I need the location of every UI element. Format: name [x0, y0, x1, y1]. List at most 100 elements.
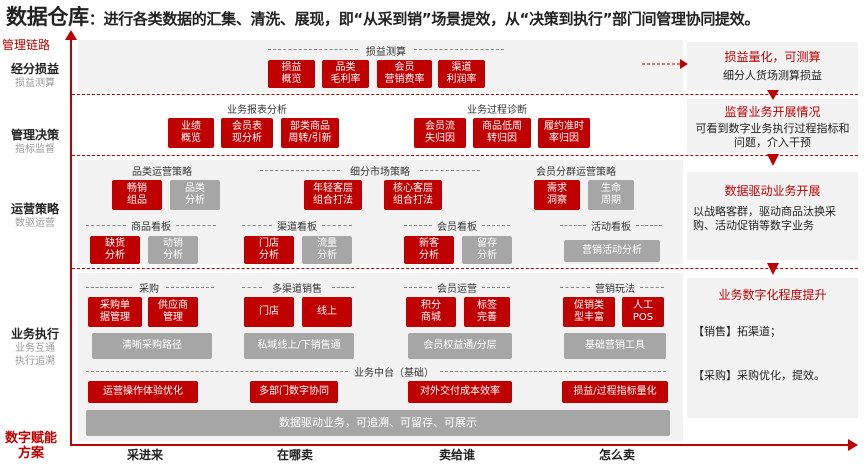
box-mendian-fx: 门店 分析 — [244, 236, 294, 264]
box-shuju-qudong: 数据驱动业务，可追溯、可留存、可展示 — [86, 410, 670, 436]
box-caigoudan: 采购单 据管理 — [88, 297, 142, 327]
row-divider — [72, 268, 858, 269]
box-quanyi: 会员权益通/分层 — [408, 333, 512, 359]
section-line — [640, 287, 664, 288]
section-xifen: 细分市场策略 — [350, 167, 410, 178]
chevron-down-icon — [767, 90, 779, 100]
section-line — [166, 287, 214, 288]
panel-title: 损益量化，可测算 — [724, 50, 821, 64]
section-line — [86, 225, 126, 226]
section-line — [242, 287, 262, 288]
box-siyu: 私域线上/下销售通 — [244, 333, 354, 359]
box-yunying-caozuo: 运营操作体验优化 — [88, 381, 198, 403]
box-dongxiao: 动销 分析 — [148, 236, 198, 264]
section-duoqudao: 多渠道销售 — [272, 284, 322, 295]
y-axis-line — [70, 38, 72, 446]
section-line — [86, 287, 132, 288]
page-title-desc: ：进行各类数据的汇集、清洗、展现，即“从采到销”场景提效，从“决策到执行”部门间… — [88, 10, 760, 28]
page-title-main: 数据仓库 — [6, 5, 89, 29]
box-yingxiao-huodong: 营销活动分析 — [564, 240, 660, 262]
section-line — [420, 170, 480, 171]
box-changxiao: 畅销 组品 — [112, 180, 162, 210]
box-yeji-gailan: 业绩 概览 — [168, 118, 214, 148]
chevron-down-icon — [767, 263, 779, 275]
section-line — [268, 49, 358, 50]
y-axis-label: 管理链路 — [2, 38, 51, 52]
box-jifen: 积分 商城 — [406, 297, 456, 327]
section-line — [332, 287, 354, 288]
section-line — [560, 225, 586, 226]
chevron-down-icon — [767, 154, 779, 166]
box-mendian: 门店 — [244, 297, 294, 327]
section-huiyuan-kb: 会员看板 — [437, 222, 477, 233]
section-qudao-kb: 渠道看板 — [277, 222, 317, 233]
box-huiyuan-liushi: 会员流 失归因 — [414, 118, 466, 148]
row-title-yunying: 运营策略 数驱运营 — [10, 202, 59, 229]
bottom-axis-label: 数字赋能方案 — [4, 431, 57, 461]
section-huiyuan-yy: 会员运营 — [437, 284, 477, 295]
x-label-caijinlai: 采进来 — [126, 448, 163, 462]
y-axis-arrow-icon — [65, 30, 77, 40]
page-title: 数据仓库：进行各类数据的汇集、清洗、展现，即“从采到销”场景提效，从“决策到执行… — [6, 4, 864, 30]
box-liucun: 留存 分析 — [462, 236, 512, 264]
row-title-zhixing: 业务执行 业务互通 执行追溯 — [10, 327, 59, 367]
panel-body: 细分人货场测算损益 — [723, 69, 822, 82]
section-yingxiao: 营销玩法 — [595, 284, 635, 295]
section-line — [86, 371, 348, 372]
section-pinlei-celue: 品类运营策略 — [132, 167, 192, 178]
section-line — [322, 225, 352, 226]
box-nianqing: 年轻客层 组合打法 — [304, 180, 362, 210]
box-cuxiao: 促销类 型丰富 — [563, 297, 615, 327]
x-label-maigeishui: 卖给谁 — [438, 448, 475, 462]
panel-title: 监督业务开展情况 — [724, 105, 821, 119]
box-pinlei-fenxi: 品类 分析 — [170, 180, 220, 210]
section-baobiao: 业务报表分析 — [227, 105, 287, 116]
row-title-guanli: 管理决策 指标监督 — [10, 128, 59, 155]
box-duiwai: 对外交付成本效率 — [408, 381, 512, 403]
arrow-icon — [642, 59, 688, 69]
section-guocheng: 业务过程诊断 — [467, 105, 527, 116]
box-pinlei-maoli: 品类 毛利率 — [322, 60, 369, 88]
box-bufen-shangpin: 部类商品 周转/引新 — [281, 118, 339, 148]
section-zhongtai: 业务中台（基础） — [354, 368, 434, 379]
box-duobumen: 多部门数字协同 — [250, 381, 338, 403]
box-huiyuan-yingxiao: 会员 营销费率 — [377, 60, 432, 88]
panel-body: 可看到数字业务执行过程指标和问题，介入干预 — [695, 122, 850, 149]
box-shangpin-dizhou: 商品低周 转归因 — [473, 118, 531, 148]
panel-shuzihua: 业务数字化程度提升 【销售】拓渠道； 【采购】采购优化，提效。 — [687, 278, 858, 418]
section-line — [404, 225, 432, 226]
x-axis-line — [70, 444, 850, 446]
section-huodong-kb: 活动看板 — [591, 222, 631, 233]
section-caigou: 采购 — [139, 284, 159, 295]
box-xinke: 新客 分析 — [404, 236, 454, 264]
panel-shuju-qudong: 数据驱动业务开展 以战略客群，驱动商品汰换采购、活动促销等数字业务 — [687, 172, 858, 260]
panel-body: 以战略客群，驱动商品汰换采购、活动促销等数字业务 — [693, 205, 836, 232]
x-label-zenmemai: 怎么卖 — [598, 448, 635, 462]
box-qingxi: 清晰采购路径 — [92, 333, 212, 359]
section-line — [176, 225, 216, 226]
box-xuqiu: 需求 洞察 — [534, 180, 580, 210]
panel-sunyi-lianghua: 损益量化，可测算 细分人货场测算损益 — [687, 42, 858, 90]
box-hexin: 核心客层 组合打法 — [384, 180, 442, 210]
section-shangpin-kb: 商品看板 — [131, 222, 171, 233]
section-line — [482, 225, 510, 226]
box-shengming: 生命 周期 — [588, 180, 634, 210]
box-liuliang: 流量 分析 — [302, 236, 352, 264]
section-sunyi: 损益测算 — [366, 47, 406, 58]
box-quehuo: 缺货 分析 — [90, 236, 140, 264]
box-lvyue: 履约准时 率归因 — [538, 118, 590, 148]
row-title-jingfen: 经分损益 损益测算 — [10, 62, 59, 89]
x-label-zainamai: 在哪卖 — [276, 448, 313, 462]
row-divider — [72, 94, 858, 95]
panel-jiandu: 监督业务开展情况 可看到数字业务执行过程指标和问题，介入干预 — [687, 99, 858, 153]
box-biaoqian: 标签 完善 — [464, 297, 510, 327]
section-line — [560, 287, 590, 288]
box-sunyi-gaikuang: 损益 概览 — [268, 60, 315, 88]
panel-title: 业务数字化程度提升 — [718, 288, 827, 302]
box-gongying: 供应商 管理 — [148, 297, 198, 327]
box-jichu-yingxiao: 基础营销工具 — [564, 333, 666, 359]
section-line — [440, 371, 666, 372]
x-axis-arrow-icon — [848, 439, 858, 451]
box-huiyuan-biao: 会员表 现分析 — [221, 118, 273, 148]
box-rengong: 人工 POS — [622, 297, 664, 327]
